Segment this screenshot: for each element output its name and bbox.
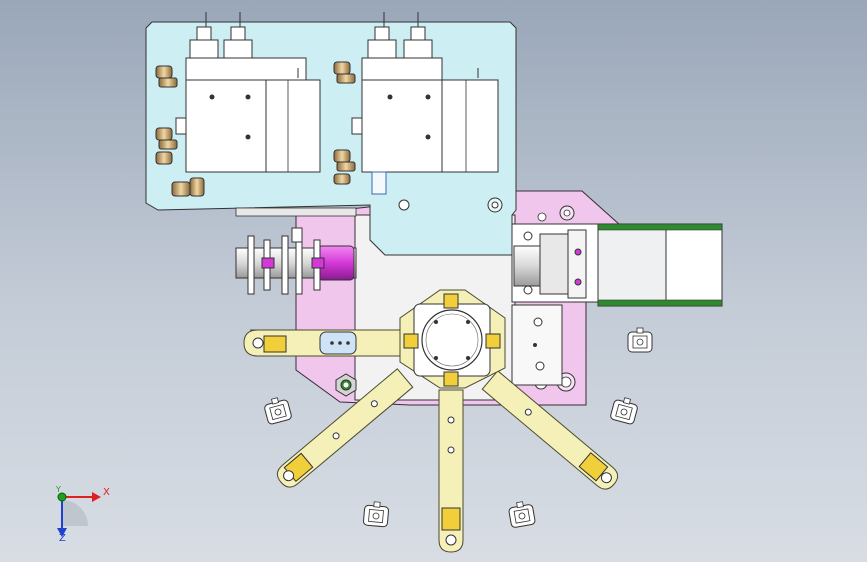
- x-axis-arrowhead: [92, 492, 101, 502]
- rotary-hub[interactable]: [399, 289, 506, 389]
- x-axis-label: X: [103, 487, 110, 498]
- transfer-arms[interactable]: [243, 329, 622, 553]
- part-carrier: [610, 397, 638, 425]
- z-axis-arrowhead: [57, 528, 67, 537]
- spring-shaft-assembly: [235, 227, 357, 295]
- part-carriers: [264, 327, 653, 528]
- arm-lower-left[interactable]: [273, 368, 414, 492]
- part-carrier: [627, 327, 653, 353]
- air-fittings: [155, 61, 356, 197]
- motor-assembly[interactable]: [511, 223, 723, 307]
- arm-lower-right[interactable]: [481, 370, 622, 494]
- y-axis-marker: [57, 492, 67, 502]
- coordinate-triad: [57, 492, 101, 537]
- z-axis-label: Z: [59, 533, 66, 544]
- part-carrier: [508, 501, 536, 528]
- mounting-hole: [537, 212, 547, 222]
- y-axis-label: Y: [56, 485, 61, 494]
- part-carrier: [264, 397, 292, 425]
- part-carrier: [363, 501, 389, 528]
- arm-left-horizontal[interactable]: [243, 329, 421, 357]
- solenoid-valve-right[interactable]: [351, 12, 499, 195]
- arm-lower-center[interactable]: [438, 389, 464, 553]
- hex-fastener: [335, 373, 357, 397]
- solenoid-valve-left[interactable]: [175, 12, 321, 173]
